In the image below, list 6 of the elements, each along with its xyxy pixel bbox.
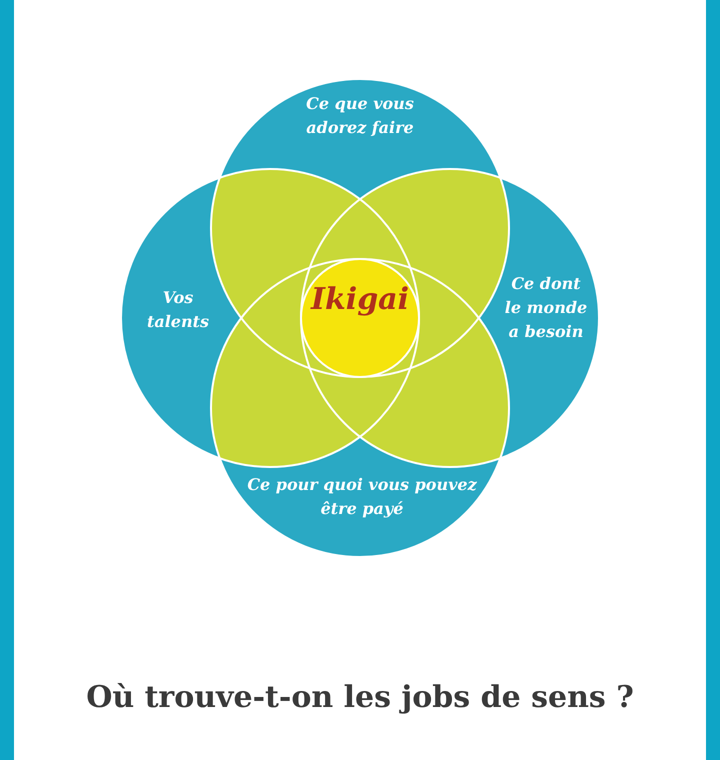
circle-label: Vos talents <box>146 287 210 333</box>
center-label: Ikigai <box>309 282 410 318</box>
caption: Où trouve-t-on les jobs de sens ? <box>85 680 635 715</box>
circle-label: Ce pour quoi vous pouvez être payé <box>247 474 477 520</box>
circle-label: Ce dont le monde a besoin <box>504 273 588 343</box>
circle-label: Ce que vous adorez faire <box>305 93 415 139</box>
